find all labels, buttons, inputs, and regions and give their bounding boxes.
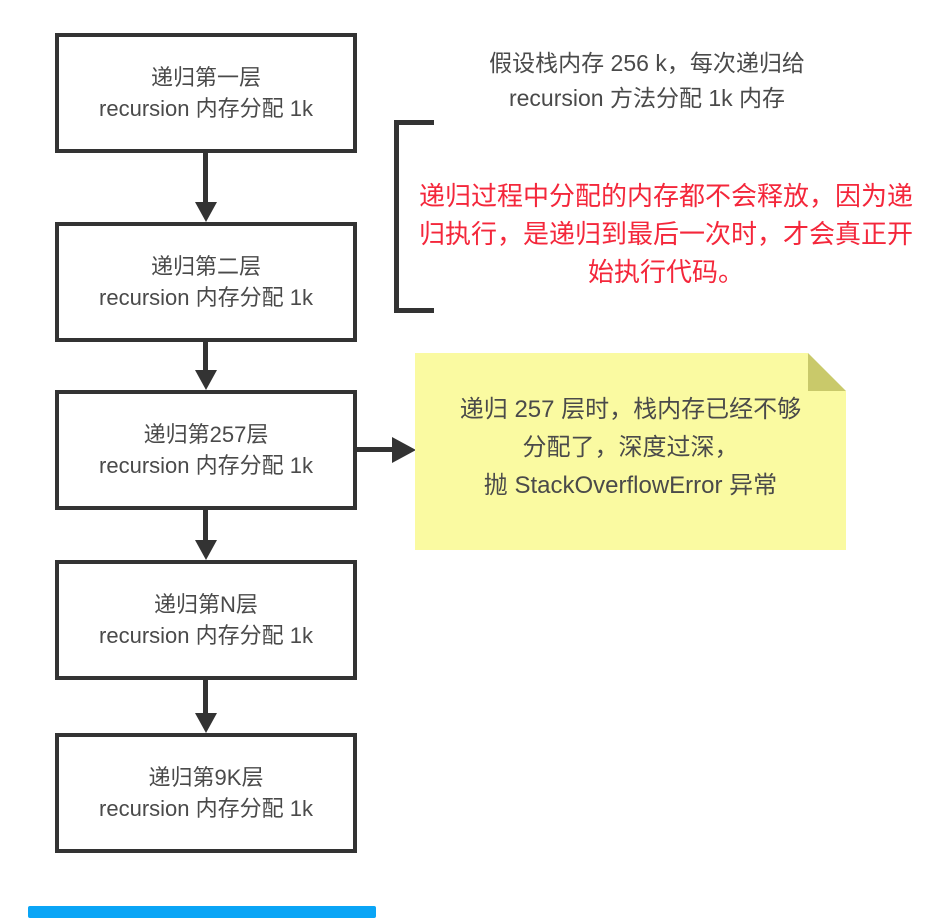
box-subtitle: recursion 内存分配 1k bbox=[99, 96, 313, 121]
flow-box-level-2: 递归第二层 recursion 内存分配 1k bbox=[55, 222, 357, 342]
arrow-down-icon bbox=[195, 540, 217, 560]
horizontal-scrollbar[interactable] bbox=[28, 906, 376, 918]
arrow-down-icon bbox=[203, 679, 208, 715]
memory-release-annotation: 递归过程中分配的内存都不会释放，因为递 归执行，是递归到最后一次时，才会真正开 … bbox=[418, 181, 913, 287]
sticky-note-text: 递归 257 层时，栈内存已经不够 分配了，深度过深， 抛 StackOverf… bbox=[459, 396, 802, 499]
arrow-down-icon bbox=[195, 202, 217, 222]
box-subtitle: recursion 内存分配 1k bbox=[99, 285, 313, 310]
flow-box-level-9k: 递归第9K层 recursion 内存分配 1k bbox=[55, 733, 357, 853]
arrow-down-icon bbox=[203, 152, 208, 204]
arrow-right-icon bbox=[357, 447, 394, 452]
flow-box-level-n: 递归第N层 recursion 内存分配 1k bbox=[55, 560, 357, 680]
flow-box-level-257: 递归第257层 recursion 内存分配 1k bbox=[55, 390, 357, 510]
bracket-icon bbox=[394, 120, 434, 313]
stack-memory-annotation: 假设栈内存 256 k，每次递归给 recursion 方法分配 1k 内存 bbox=[489, 50, 805, 111]
flow-box-level-1: 递归第一层 recursion 内存分配 1k bbox=[55, 33, 357, 153]
box-title: 递归第257层 bbox=[143, 422, 269, 447]
box-title: 递归第9K层 bbox=[148, 765, 264, 790]
arrow-right-icon bbox=[392, 437, 416, 463]
box-title: 递归第二层 bbox=[150, 254, 261, 279]
box-title: 递归第一层 bbox=[150, 65, 261, 90]
box-title: 递归第N层 bbox=[154, 592, 258, 617]
box-subtitle: recursion 内存分配 1k bbox=[99, 796, 313, 821]
box-subtitle: recursion 内存分配 1k bbox=[99, 623, 313, 648]
arrow-down-icon bbox=[195, 713, 217, 733]
arrow-down-icon bbox=[203, 341, 208, 372]
stack-overflow-sticky-note: 递归 257 层时，栈内存已经不够 分配了，深度过深， 抛 StackOverf… bbox=[415, 353, 846, 550]
box-subtitle: recursion 内存分配 1k bbox=[99, 453, 313, 478]
arrow-down-icon bbox=[195, 370, 217, 390]
folded-corner-icon bbox=[808, 353, 846, 391]
arrow-down-icon bbox=[203, 509, 208, 542]
